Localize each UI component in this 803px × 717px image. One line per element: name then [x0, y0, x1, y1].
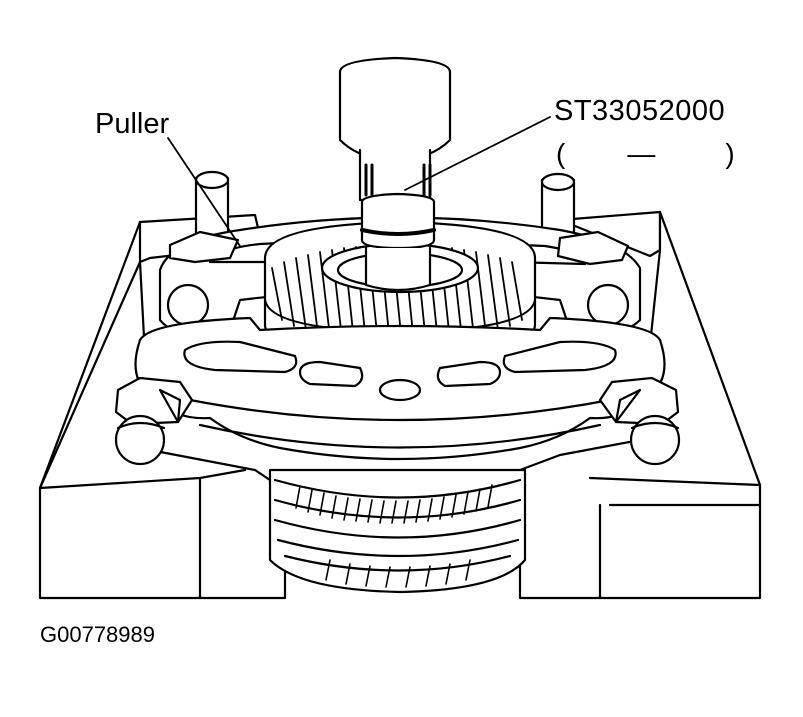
press-ram [338, 56, 452, 292]
tool-leader-line [404, 116, 551, 191]
tool-alt-open-paren: ( [556, 138, 566, 169]
puller-yoke [134, 316, 666, 461]
tool-alt-dash: — [627, 138, 656, 169]
tool-alt-close-paren: ) [725, 138, 735, 169]
figure-id: G00778989 [40, 622, 155, 647]
puller-leader-line [167, 137, 241, 247]
puller-label: Puller [95, 108, 170, 140]
tool-alt-number: ( —) [556, 138, 735, 170]
hex-nuts [114, 376, 681, 466]
tool-number-label: ST33052000 [554, 95, 726, 127]
lower-gears [268, 468, 527, 594]
leader-lines [167, 116, 551, 247]
